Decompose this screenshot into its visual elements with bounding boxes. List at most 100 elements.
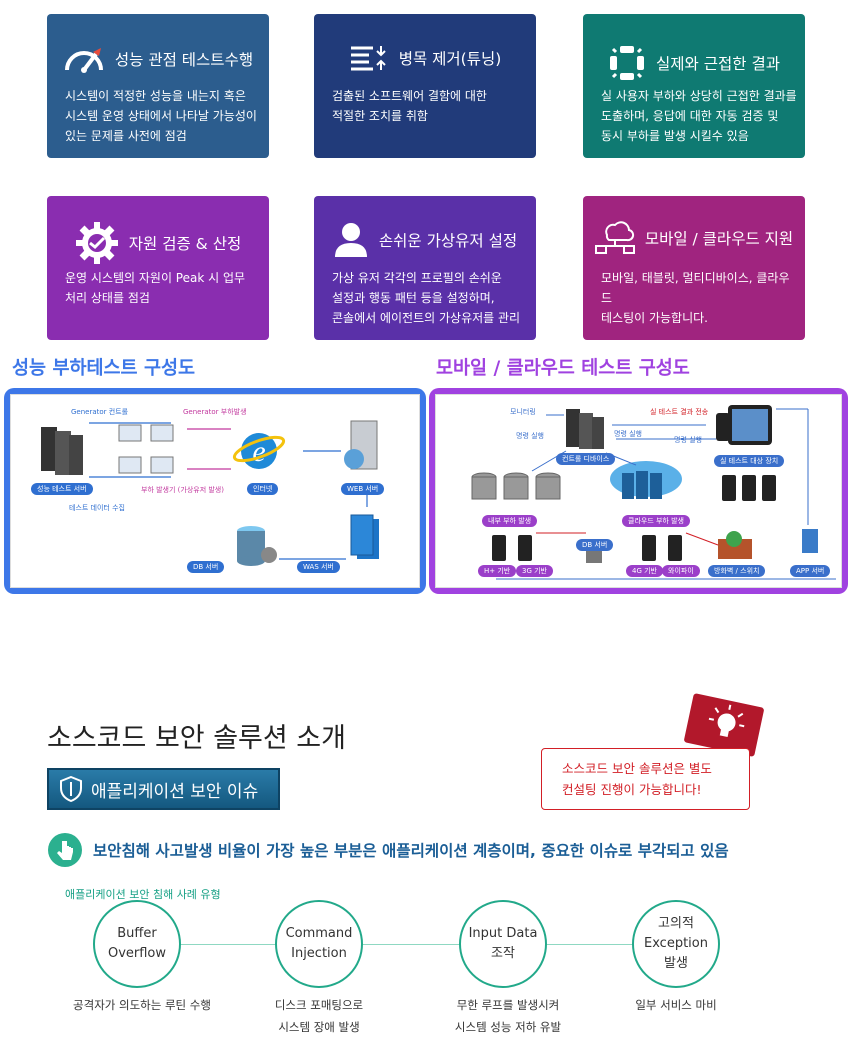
type-name-line: 발생 [664, 956, 688, 971]
note-line: 컨설팅 진행이 가능합니다! [562, 782, 702, 797]
cloud-load-pill: 클라우드 부하 발생 [622, 515, 690, 527]
security-headline: 보안침해 사고발생 비율이 가장 높은 부분은 애플리케이션 계층이며, 중요한… [47, 832, 729, 868]
types-label: 애플리케이션 보안 침해 사례 유형 [65, 888, 221, 901]
perf-diagram-graphics: e [41, 420, 379, 566]
caption-line: 시스템 성능 저하 유발 [454, 1020, 562, 1034]
gear-check-icon [75, 222, 118, 264]
card-desc-line: 검출된 소프트웨어 결함에 대한 [332, 89, 487, 103]
caption-line: 공격자가 의도하는 루틴 수행 [73, 998, 211, 1012]
app-server-pill: APP 서버 [790, 565, 831, 577]
perf-server-pill: 성능 테스트 서버 [31, 483, 93, 495]
cloud-servers-icon [610, 461, 682, 499]
type-caption: 공격자가 의도하는 루틴 수행 [57, 994, 227, 1016]
type-name-line: Exception [644, 936, 708, 951]
app-server-icon [802, 529, 818, 553]
database-icon [237, 526, 277, 566]
test-data-label: 테스트 데이터 수집 [69, 504, 125, 512]
was-server-pill: WAS 서버 [297, 561, 340, 573]
type-name-line: Input Data [468, 926, 538, 941]
mobile-diagram-title: 모바일 / 클라우드 테스트 구성도 [436, 358, 690, 379]
lightbulb-icon [708, 704, 745, 738]
card-title: 실제와 근접한 결과 [656, 55, 780, 73]
types-connector-line [150, 944, 710, 945]
card-desc-line: 동시 부하를 발생 시킬수 있음 [601, 129, 749, 143]
mobile-diagram: 모니터링 실 테스트 결과 전송 명령 실행 명령 실행 명령 실행 컨트롤 디… [429, 388, 848, 594]
gen-load-label: Generator 부하발생 [183, 408, 247, 416]
touch-hand-icon [48, 833, 82, 867]
target-device-pill: 실 테스트 대상 장치 [714, 455, 785, 467]
consulting-note: 소스코드 보안 솔루션은 별도 컨설팅 진행이 가능합니다! [541, 748, 750, 810]
cmd-label-3: 명령 실행 [674, 436, 702, 444]
perf-diagram-title: 성능 부하테스트 구성도 [12, 358, 196, 379]
card-desc-line: 테스팅이 가능합니다. [601, 311, 708, 325]
card-desc-line: 콘솔에서 에이전트의 가상유저를 관리 [332, 311, 521, 325]
note-line: 소스코드 보안 솔루션은 별도 [562, 761, 712, 776]
server-rack-icon [41, 427, 83, 475]
load-gen-label: 부하 발생기 (가상유저 발생) [141, 486, 224, 494]
card-desc-line: 시스템이 적정한 성능을 내는지 혹은 [65, 89, 246, 103]
caption-line: 일부 서비스 마비 [635, 998, 717, 1012]
perf-diagram: e Generator 컨트롤 Generator 부하발생 성능 테스트 서버 [4, 388, 426, 594]
security-title: 소스코드 보안 솔루션 소개 [47, 723, 346, 754]
card-desc-line: 실 사용자 부하와 상당히 근접한 결과를 [601, 89, 797, 103]
h-plus-pill: H+ 기반 [478, 565, 517, 577]
web-server-pill: WEB 서버 [341, 483, 385, 495]
cmd-label-1: 명령 실행 [516, 432, 544, 440]
card-title: 병목 제거(튜닝) [398, 50, 502, 68]
card-desc-line: 모바일, 태블릿, 멀티디바이스, 클라우드 [601, 271, 790, 305]
type-name-line: Buffer [117, 926, 157, 941]
mobile-diagram-graphics [471, 405, 836, 580]
was-server-icon [350, 514, 379, 559]
card-title: 성능 관점 테스트수행 [114, 51, 254, 69]
control-server-icon [566, 409, 604, 449]
card-desc-line: 가상 유저 각각의 프로필의 손쉬운 [332, 271, 502, 285]
type-name-line: Injection [291, 946, 347, 961]
card-desc-line: 처리 상태를 점검 [65, 291, 150, 305]
card-title: 손쉬운 가상유저 설정 [378, 232, 518, 250]
headline-text: 보안침해 사고발생 비율이 가장 높은 부분은 애플리케이션 계층이며, 중요한… [93, 842, 729, 860]
web-server-icon [344, 420, 378, 470]
user-icon [334, 223, 367, 257]
caption-line: 시스템 장애 발생 [278, 1020, 360, 1034]
card-title: 모바일 / 클라우드 지원 [644, 230, 794, 248]
app-security-issue-button[interactable]: 애플리케이션 보안 이슈 [47, 768, 280, 810]
card-title: 자원 검증 & 산정 [128, 235, 242, 253]
gauge-icon [64, 48, 103, 73]
caption-line: 디스크 포매팅으로 [274, 998, 364, 1012]
type-name-line: 고의적 [658, 916, 694, 931]
cmd-label-2: 명령 실행 [614, 430, 642, 438]
gen-control-label: Generator 컨트롤 [71, 408, 129, 416]
db-server-pill: DB 서버 [576, 539, 614, 551]
card-desc-line: 적절한 조치를 취함 [332, 109, 428, 123]
caption-line: 무한 루프를 발생시켜 [456, 998, 560, 1012]
card-desc-line: 있는 문제를 사전에 점검 [65, 129, 187, 143]
tablet-icon [716, 405, 772, 445]
wifi-pill: 와이파이 [662, 565, 700, 577]
type-name-line: Command [285, 926, 353, 941]
bottleneck-icon [350, 46, 386, 71]
db-server-pill: DB 서버 [187, 561, 225, 573]
card-desc-line: 시스템 운영 상태에서 나타날 가능성이 [65, 109, 257, 123]
internal-load-pill: 내부 부하 발생 [482, 515, 538, 527]
cloud-network-icon [594, 221, 635, 254]
type-circle-exception: 고의적 Exception 발생 [632, 900, 720, 988]
card-desc-line: 운영 시스템의 자원이 Peak 시 업무 [65, 271, 246, 285]
control-device-pill: 컨트롤 디바이스 [556, 453, 616, 465]
3g-pill: 3G 기반 [516, 565, 553, 577]
issue-button-label: 애플리케이션 보안 이슈 [91, 781, 259, 802]
firewall-icon [718, 531, 752, 559]
internet-explorer-icon: e [232, 433, 286, 469]
firewall-pill: 방화벽 / 스위치 [708, 565, 766, 577]
internet-pill: 인터넷 [247, 483, 279, 495]
